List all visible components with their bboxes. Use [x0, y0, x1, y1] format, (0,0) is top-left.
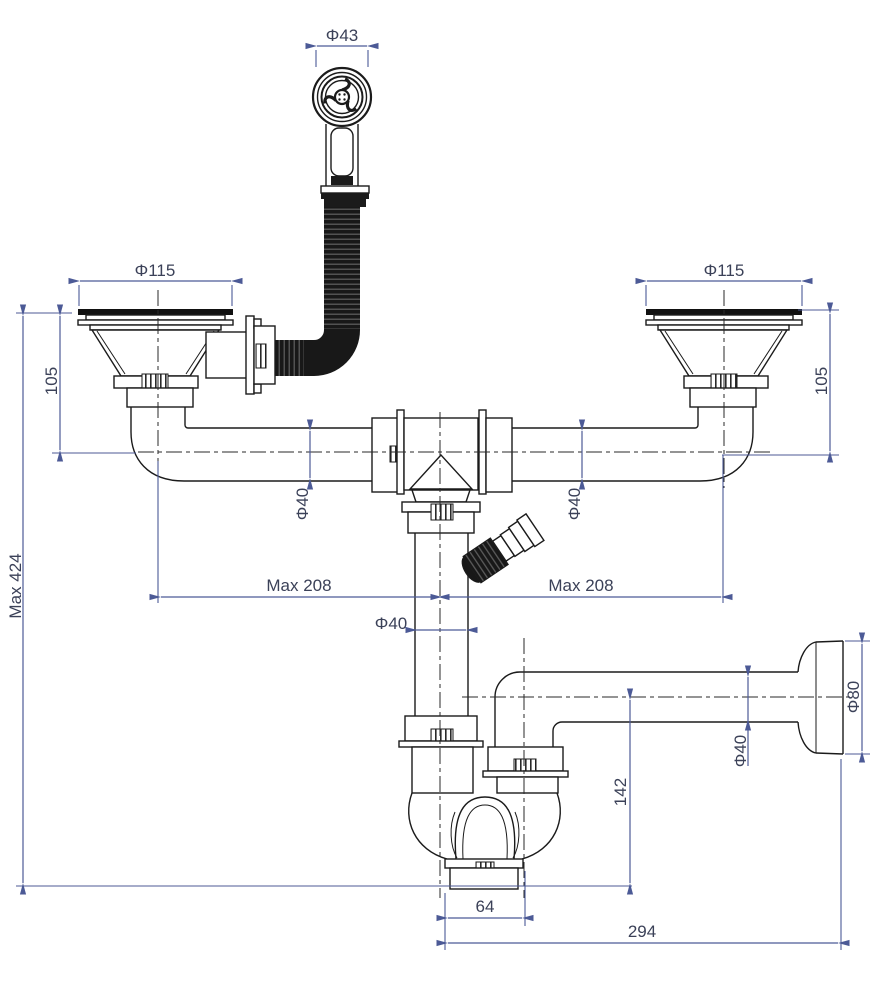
tee-fitting: [371, 409, 513, 534]
dim-overflow-diameter: Φ43: [305, 26, 379, 67]
tee-cone: [408, 453, 474, 490]
dim-branch-pipe-right: Φ40: [565, 419, 586, 520]
dim-trap-depth: 142: [611, 688, 634, 895]
dim-text-reach-right: Max 208: [548, 576, 613, 595]
dim-right-strainer-diameter: Φ115: [635, 261, 813, 306]
dim-text-reach-left: Max 208: [266, 576, 331, 595]
overflow-corrugated-hose: [274, 205, 360, 376]
dim-downpipe-diameter: Φ40: [375, 614, 478, 634]
dim-text-height-left: 105: [42, 367, 61, 395]
dim-reach-right: Max 208: [430, 455, 733, 603]
dim-left-strainer-diameter: Φ115: [68, 261, 243, 306]
dim-text-outlet-reach: 294: [628, 922, 656, 941]
centerlines: [138, 290, 852, 898]
dim-text-total-height: Max 424: [6, 553, 25, 618]
dim-total-height: Max 424: [6, 304, 632, 895]
outlet-pipe: [494, 671, 800, 747]
dim-text-strainer-right: Φ115: [704, 261, 745, 280]
dim-text-pipe-right: Φ40: [565, 488, 584, 520]
dim-text-trap-depth: 142: [611, 778, 630, 806]
downpipe: [414, 533, 469, 716]
dim-text-height-right: 105: [812, 367, 831, 395]
dim-text-wall-cup: Φ80: [844, 681, 863, 713]
dim-branch-pipe-left: Φ40: [293, 419, 314, 520]
left-strainer: [77, 309, 372, 482]
cleanout-cap: [449, 867, 519, 890]
dim-outlet-reach: 294: [436, 759, 850, 950]
dim-text-strainer-left: Φ115: [135, 261, 176, 280]
dim-right-strainer-height: 105: [722, 302, 839, 463]
dim-reach-left: Max 208: [149, 461, 450, 603]
overflow-fitting: [311, 66, 373, 207]
overflow-inlet-duct: [205, 331, 248, 379]
p-trap: [398, 715, 569, 890]
dim-text-outlet-pipe: Φ40: [731, 735, 750, 767]
dim-text-cleanout: 64: [476, 897, 495, 916]
dim-outlet-pipe-diameter: Φ40: [731, 665, 752, 767]
washing-machine-inlet: [461, 512, 545, 584]
dim-text-pipe-left: Φ40: [293, 488, 312, 520]
dim-text-overflow: Φ43: [326, 26, 358, 45]
dim-text-downpipe: Φ40: [375, 614, 407, 633]
dim-wall-cup-diameter: Φ80: [844, 632, 870, 763]
